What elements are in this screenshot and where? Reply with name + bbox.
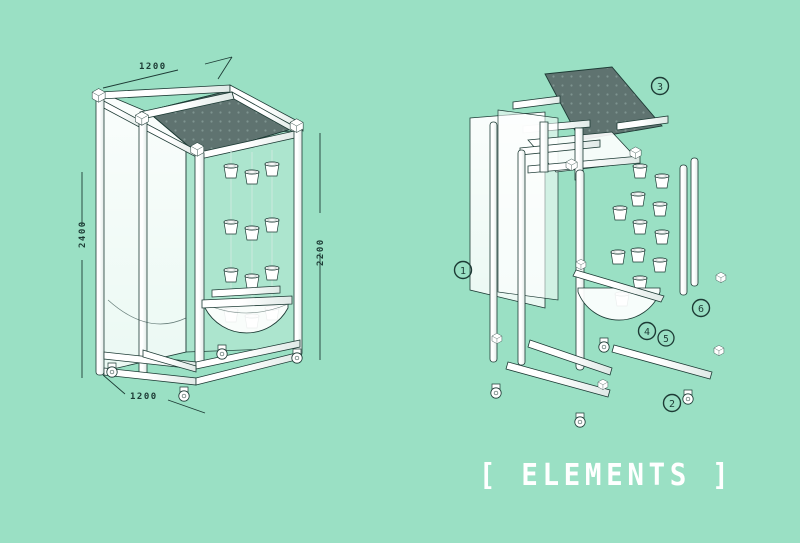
- vertical-posts: [95, 92, 303, 378]
- exploded-base-rails: [505, 339, 713, 398]
- semicircular-basin: [201, 285, 293, 334]
- callout-4[interactable]: 4: [637, 321, 657, 341]
- callout-3[interactable]: 3: [650, 76, 670, 96]
- exploded-view-group: [469, 66, 727, 428]
- assembled-view-group: [81, 56, 321, 414]
- dimension-width-top: 1200: [139, 62, 167, 72]
- exploded-basin: [572, 269, 665, 321]
- callout-5-label: 5: [663, 334, 669, 345]
- callout-4-label: 4: [644, 327, 650, 338]
- exploded-shelf-frame: [519, 121, 642, 181]
- callout-6-label: 6: [698, 304, 704, 315]
- top-frame-rails: [99, 84, 304, 160]
- lower-frame-rails: [103, 339, 301, 386]
- callout-1[interactable]: 1: [453, 260, 473, 280]
- callout-2[interactable]: 2: [662, 393, 682, 413]
- callout-6[interactable]: 6: [691, 298, 711, 318]
- basin-silhouette: [107, 299, 187, 325]
- callout-3-label: 3: [657, 82, 663, 93]
- callout-5[interactable]: 5: [657, 329, 675, 347]
- callout-1-label: 1: [460, 266, 466, 277]
- page-title: [ ELEMENTS ]: [478, 458, 734, 493]
- dimension-height-left: 2400: [78, 220, 88, 248]
- dimension-lines: [81, 56, 321, 414]
- dimension-height-right: 2200: [316, 238, 326, 266]
- callout-2-label: 2: [669, 399, 675, 410]
- dimension-depth-bottom: 1200: [130, 392, 158, 402]
- exploded-vertical-tubes: [489, 121, 699, 371]
